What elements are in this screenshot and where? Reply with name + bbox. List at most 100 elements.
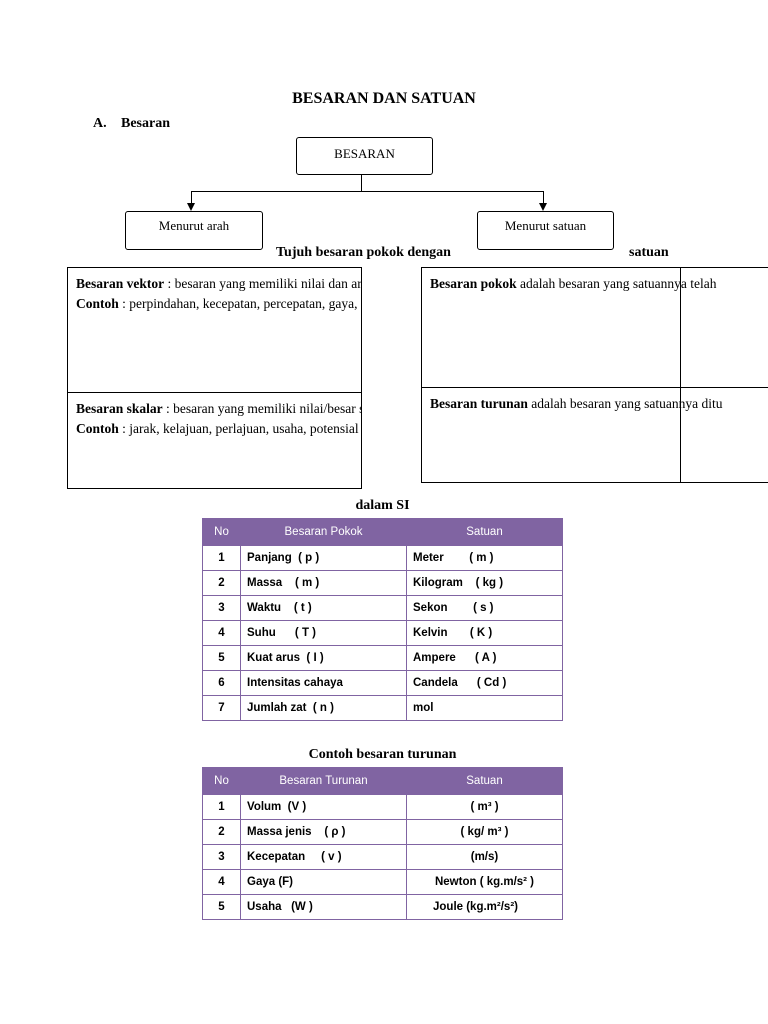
table-row: 2 Massa ( m ) Kilogram ( kg ) <box>202 570 563 596</box>
section-label: Besaran <box>121 116 170 131</box>
skalar-term: Besaran skalar <box>76 401 163 416</box>
skalar-desc: : besaran yang memiliki nilai/besar saja <box>162 401 362 416</box>
cell-no: 5 <box>202 894 241 920</box>
arrow-left <box>187 203 195 211</box>
cell-satuan: ( m³ ) <box>406 794 563 820</box>
diagram-left-label: Menurut arah <box>158 218 230 233</box>
cell-besaran: Volum (V ) <box>240 794 407 820</box>
table-row: 3 Waktu ( t ) Sekon ( s ) <box>202 595 563 621</box>
cell-satuan: mol <box>406 695 563 721</box>
table-row: 4 Gaya (F) Newton ( kg.m/s² ) <box>202 869 563 895</box>
table-row: 1 Panjang ( p ) Meter ( m ) <box>202 545 563 571</box>
cell-satuan: Newton ( kg.m/s² ) <box>406 869 563 895</box>
table1-heading-right: satuan <box>629 245 669 260</box>
cell-satuan: Kilogram ( kg ) <box>406 570 563 596</box>
diagram-root-label: BESARAN <box>334 146 395 161</box>
table-row: 6 Intensitas cahaya Candela ( Cd ) <box>202 670 563 696</box>
vektor-box: Besaran vektor : besaran yang memiliki n… <box>67 267 362 393</box>
turunan-box: Besaran turunan adalah besaran yang satu… <box>421 387 768 483</box>
table-header-row: No Besaran Turunan Satuan <box>202 767 563 795</box>
diagram-left-box: Menurut arah <box>125 211 263 250</box>
header-satuan: Satuan <box>406 518 563 546</box>
cell-besaran: Panjang ( p ) <box>240 545 407 571</box>
cell-satuan: Ampere ( A ) <box>406 645 563 671</box>
connector-right <box>543 191 544 204</box>
cell-no: 3 <box>202 844 241 870</box>
pokok-desc: adalah besaran yang satuannya telah <box>516 276 717 291</box>
table-row: 2 Massa jenis ( ρ ) ( kg/ m³ ) <box>202 819 563 845</box>
vektor-example-label: Contoh <box>76 296 119 311</box>
page-title: BESARAN DAN SATUAN <box>292 90 476 107</box>
cell-no: 1 <box>202 794 241 820</box>
cell-no: 5 <box>202 645 241 671</box>
besaran-turunan-table: No Besaran Turunan Satuan 1 Volum (V ) (… <box>202 767 563 920</box>
cell-no: 1 <box>202 545 241 571</box>
header-no: No <box>202 767 241 795</box>
skalar-example-label: Contoh <box>76 421 119 436</box>
cell-no: 6 <box>202 670 241 696</box>
skalar-example-text: : jarak, kelajuan, perlajuan, usaha, pot… <box>118 421 362 436</box>
turunan-term: Besaran turunan <box>430 396 528 411</box>
cell-satuan: ( kg/ m³ ) <box>406 819 563 845</box>
cell-satuan: Joule (kg.m²/s²) <box>406 894 563 920</box>
header-satuan: Satuan <box>406 767 563 795</box>
cell-besaran: Intensitas cahaya <box>240 670 407 696</box>
connector-left <box>191 191 192 204</box>
section-heading: A. Besaran <box>93 116 170 132</box>
cell-no: 7 <box>202 695 241 721</box>
cell-satuan: (m/s) <box>406 844 563 870</box>
cell-no: 2 <box>202 819 241 845</box>
table2-caption: Contoh besaran turunan <box>308 747 457 762</box>
arrow-right <box>539 203 547 211</box>
cell-satuan: Candela ( Cd ) <box>406 670 563 696</box>
table-row: 1 Volum (V ) ( m³ ) <box>202 794 563 820</box>
cell-satuan: Meter ( m ) <box>406 545 563 571</box>
vektor-example-text: : perpindahan, kecepatan, percepatan, ga… <box>118 296 362 311</box>
table1-caption: dalam SI <box>355 498 410 513</box>
skalar-definition: Besaran skalar : besaran yang memiliki n… <box>76 399 361 419</box>
cell-besaran: Usaha (W ) <box>240 894 407 920</box>
cell-satuan: Kelvin ( K ) <box>406 620 563 646</box>
table-row: 3 Kecepatan ( v ) (m/s) <box>202 844 563 870</box>
skalar-example: Contoh : jarak, kelajuan, perlajuan, usa… <box>76 419 361 439</box>
cell-besaran: Kuat arus ( I ) <box>240 645 407 671</box>
diagram-root-box: BESARAN <box>296 137 433 175</box>
cell-besaran: Massa ( m ) <box>240 570 407 596</box>
cell-besaran: Waktu ( t ) <box>240 595 407 621</box>
turunan-definition: Besaran turunan adalah besaran yang satu… <box>430 394 760 414</box>
vektor-definition: Besaran vektor : besaran yang memiliki n… <box>76 274 361 294</box>
cell-no: 4 <box>202 869 241 895</box>
table1-heading-left: Tujuh besaran pokok dengan <box>276 245 451 260</box>
cell-no: 3 <box>202 595 241 621</box>
header-no: No <box>202 518 241 546</box>
connector-horizontal <box>191 191 544 192</box>
pokok-definition: Besaran pokok adalah besaran yang satuan… <box>430 274 760 294</box>
cell-no: 2 <box>202 570 241 596</box>
cell-besaran: Gaya (F) <box>240 869 407 895</box>
pokok-box: Besaran pokok adalah besaran yang satuan… <box>421 267 768 388</box>
table-row: 7 Jumlah zat ( n ) mol <box>202 695 563 721</box>
turunan-desc: adalah besaran yang satuannya ditu <box>527 396 723 411</box>
header-besaran: Besaran Pokok <box>240 518 407 546</box>
table-row: 4 Suhu ( T ) Kelvin ( K ) <box>202 620 563 646</box>
header-besaran: Besaran Turunan <box>240 767 407 795</box>
table-row: 5 Usaha (W ) Joule (kg.m²/s²) <box>202 894 563 920</box>
cell-besaran: Jumlah zat ( n ) <box>240 695 407 721</box>
diagram-right-label: Menurut satuan <box>504 218 587 233</box>
cell-besaran: Kecepatan ( v ) <box>240 844 407 870</box>
cell-satuan: Sekon ( s ) <box>406 595 563 621</box>
connector-vertical <box>361 175 362 192</box>
cell-besaran: Massa jenis ( ρ ) <box>240 819 407 845</box>
skalar-box: Besaran skalar : besaran yang memiliki n… <box>67 392 362 489</box>
section-number: A. <box>93 116 107 131</box>
table-row: 5 Kuat arus ( I ) Ampere ( A ) <box>202 645 563 671</box>
cell-no: 4 <box>202 620 241 646</box>
diagram-right-box: Menurut satuan <box>477 211 614 250</box>
pokok-term: Besaran pokok <box>430 276 517 291</box>
vektor-example: Contoh : perpindahan, kecepatan, percepa… <box>76 294 361 314</box>
cell-besaran: Suhu ( T ) <box>240 620 407 646</box>
pokok-box-right-edge <box>680 267 681 483</box>
vektor-desc: : besaran yang memiliki nilai dan arah <box>164 276 362 291</box>
table-header-row: No Besaran Pokok Satuan <box>202 518 563 546</box>
besaran-pokok-table: No Besaran Pokok Satuan 1 Panjang ( p ) … <box>202 518 563 721</box>
